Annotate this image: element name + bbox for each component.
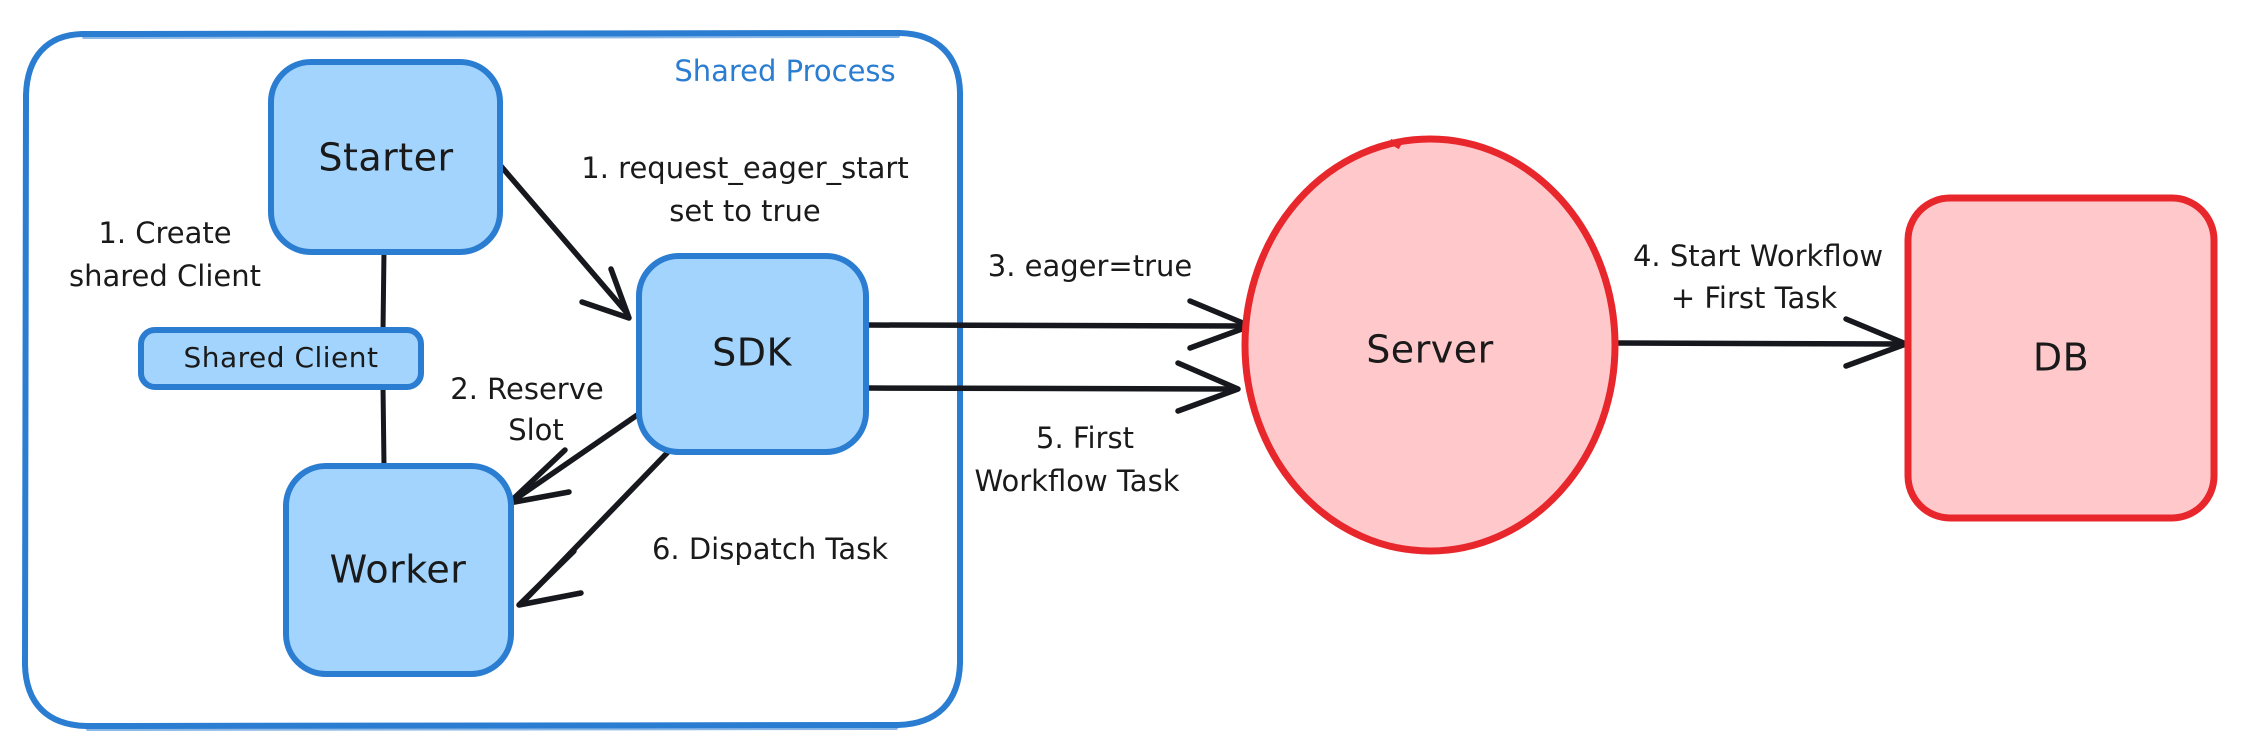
edge-first-workflow-task xyxy=(863,360,1241,414)
node-worker-label: Worker xyxy=(330,548,467,592)
edge-label-dispatch-task-line1: 6. Dispatch Task xyxy=(652,532,888,566)
edge-label-first-workflow-task: 5. First Workflow Task xyxy=(975,421,1180,498)
edge-label-create-shared-client: 1. Create shared Client xyxy=(69,216,261,293)
edge-label-first-workflow-task-line2: Workflow Task xyxy=(975,464,1180,498)
edge-label-dispatch-task: 6. Dispatch Task xyxy=(652,532,888,566)
node-server-shape[interactable] xyxy=(1241,135,1619,555)
shared-process-border-sketch-bottom xyxy=(86,726,898,731)
edge-line-starter-to-shared-client xyxy=(380,248,387,333)
node-starter[interactable]: Starter xyxy=(268,59,503,255)
node-sdk-label: SDK xyxy=(712,331,792,375)
node-sdk[interactable]: SDK xyxy=(636,253,869,455)
shared-process-border-sketch-top xyxy=(82,34,900,39)
edge-line-sdk-to-server-eager xyxy=(863,322,1249,329)
node-server-label: Server xyxy=(1366,328,1494,372)
edge-label-start-workflow-line2: + First Task xyxy=(1671,281,1838,315)
edge-line-server-to-sdk-firsttask xyxy=(863,385,1236,392)
edge-dispatch-task xyxy=(516,449,671,608)
node-shared-client-label: Shared Client xyxy=(183,341,378,374)
node-shared-client-shape[interactable] xyxy=(138,327,424,390)
edge-label-reserve-slot-line2: Slot xyxy=(508,413,564,447)
node-server-sketch-tick xyxy=(1388,138,1402,150)
group-shared-process: Shared Process xyxy=(22,30,963,731)
edge-create-shared-client xyxy=(380,248,387,469)
edge-start-workflow xyxy=(1613,316,1909,369)
edge-label-request-eager-start-line2: set to true xyxy=(669,194,820,228)
node-db-label: DB xyxy=(2033,336,2089,380)
node-worker[interactable]: Worker xyxy=(283,463,514,677)
edge-arrowhead-sdk-to-worker-dispatch xyxy=(516,548,584,608)
edge-line-shared-client-to-worker xyxy=(380,383,387,469)
edge-label-eager-true-line1: 3. eager=true xyxy=(988,249,1193,283)
edge-label-request-eager-start-line1: 1. request_eager_start xyxy=(581,151,908,185)
edge-label-reserve-slot: 2. Reserve Slot xyxy=(450,372,603,447)
group-label-shared-process: Shared Process xyxy=(674,54,895,88)
edge-label-create-shared-client-line1: 1. Create xyxy=(98,216,231,250)
node-starter-shape[interactable] xyxy=(268,59,503,255)
edge-label-start-workflow-line1: 4. Start Workflow xyxy=(1633,239,1883,273)
edge-label-first-workflow-task-line1: 5. First xyxy=(1036,421,1134,455)
edge-arrowhead-server-to-sdk-firsttask xyxy=(1175,360,1241,414)
edge-line-sdk-to-worker-reserve xyxy=(511,406,649,503)
node-shared-client[interactable]: Shared Client xyxy=(138,327,424,390)
edge-label-create-shared-client-line2: shared Client xyxy=(69,259,261,293)
shared-process-border xyxy=(22,30,963,729)
edge-arrowhead-starter-to-sdk xyxy=(579,266,632,321)
edge-label-start-workflow: 4. Start Workflow + First Task xyxy=(1633,239,1883,315)
node-server[interactable]: Server xyxy=(1241,135,1619,555)
node-db[interactable]: DB xyxy=(1904,194,2218,522)
edge-line-starter-to-sdk xyxy=(497,162,630,316)
edge-request-eager-start xyxy=(497,162,632,321)
node-sdk-shape[interactable] xyxy=(636,253,869,455)
edge-line-server-to-db xyxy=(1613,340,1905,347)
node-worker-shape[interactable] xyxy=(283,463,514,677)
node-db-shape[interactable] xyxy=(1904,194,2218,522)
edge-label-eager-true: 3. eager=true xyxy=(988,249,1193,283)
edge-label-request-eager-start: 1. request_eager_start set to true xyxy=(581,151,908,228)
node-starter-label: Starter xyxy=(318,136,453,180)
edge-label-reserve-slot-line1: 2. Reserve xyxy=(450,372,603,406)
